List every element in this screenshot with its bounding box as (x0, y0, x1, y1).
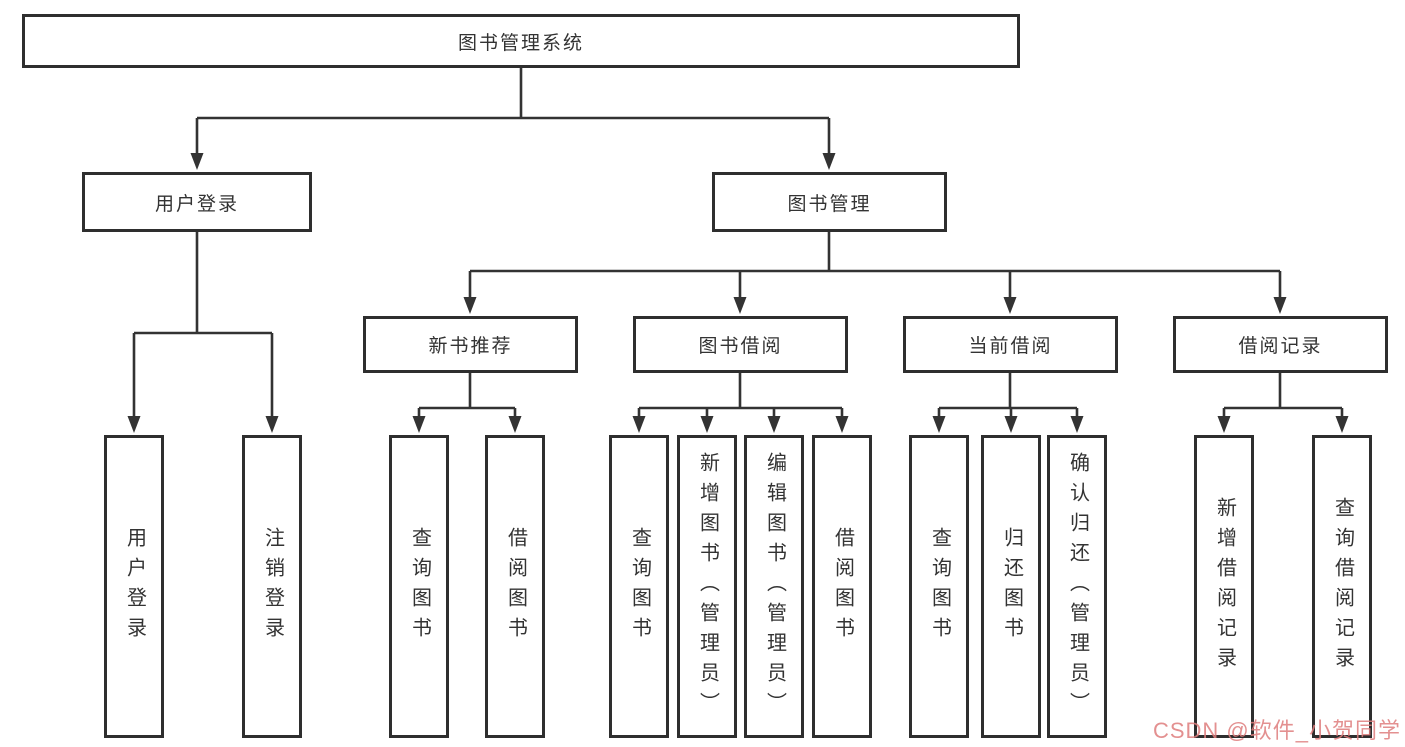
leaf-user-login: 用户登录 (104, 435, 164, 738)
leaf-logout: 注销登录 (242, 435, 302, 738)
node-book-borrowing: 图书借阅 (633, 316, 848, 373)
csdn-watermark: CSDN @软件_小贺同学 (1152, 718, 1401, 743)
leaf-add-borrow-record: 新增借阅记录 (1194, 435, 1254, 738)
node-borrowing-records: 借阅记录 (1173, 316, 1388, 373)
leaf-return-books: 归还图书 (981, 435, 1041, 738)
node-library-management-system: 图书管理系统 (22, 14, 1020, 68)
leaf-borrow-books-recommend: 借阅图书 (485, 435, 545, 738)
leaf-query-borrow-record: 查询借阅记录 (1312, 435, 1372, 738)
node-book-management: 图书管理 (712, 172, 947, 232)
leaf-query-books-recommend: 查询图书 (389, 435, 449, 738)
leaf-add-books-admin: 新增图书（管理员） (677, 435, 737, 738)
leaf-confirm-return-admin: 确认归还（管理员） (1047, 435, 1107, 738)
node-new-book-recommendation: 新书推荐 (363, 316, 578, 373)
leaf-edit-books-admin: 编辑图书（管理员） (744, 435, 804, 738)
leaf-borrow-books: 借阅图书 (812, 435, 872, 738)
leaf-query-books-borrow: 查询图书 (609, 435, 669, 738)
node-user-login: 用户登录 (82, 172, 312, 232)
leaf-query-books-current: 查询图书 (909, 435, 969, 738)
node-current-borrowing: 当前借阅 (903, 316, 1118, 373)
